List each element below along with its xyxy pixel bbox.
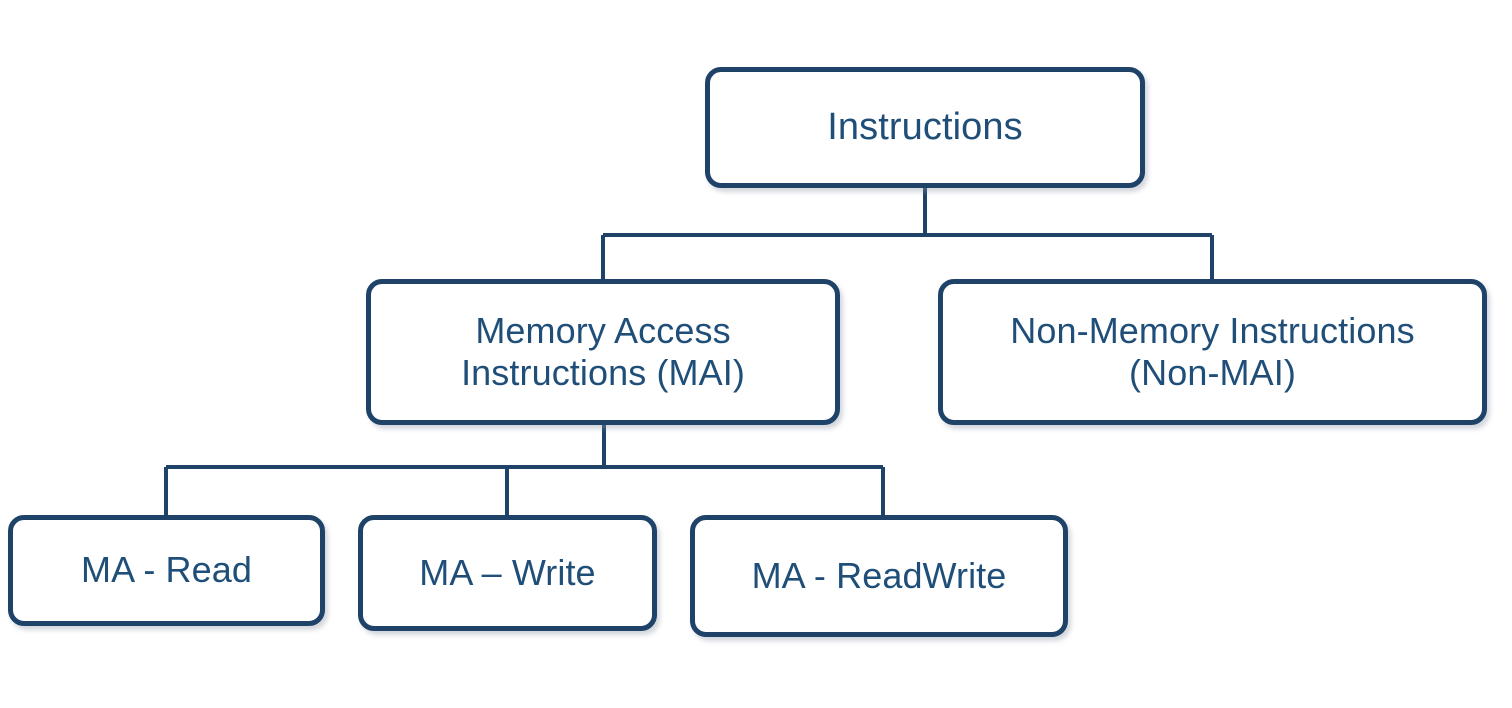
node-ma-read[interactable]: MA - Read [8,515,325,626]
node-non-memory-instructions-label: Non-Memory Instructions (Non-MAI) [1010,309,1415,393]
node-non-memory-instructions[interactable]: Non-Memory Instructions (Non-MAI) [938,279,1487,425]
node-instructions-label: Instructions [827,106,1023,149]
connectors-level1-to-level2 [601,188,1214,281]
connectors-level2-to-level3 [164,425,885,517]
node-ma-read-label: MA - Read [81,549,252,591]
node-ma-write-label: MA – Write [419,551,596,593]
node-memory-access-instructions-label: Memory Access Instructions (MAI) [461,309,745,393]
node-instructions[interactable]: Instructions [705,67,1145,188]
node-memory-access-instructions[interactable]: Memory Access Instructions (MAI) [366,279,840,425]
node-ma-readwrite-label: MA - ReadWrite [751,554,1007,596]
node-ma-readwrite[interactable]: MA - ReadWrite [690,515,1068,637]
node-ma-write[interactable]: MA – Write [358,515,657,631]
